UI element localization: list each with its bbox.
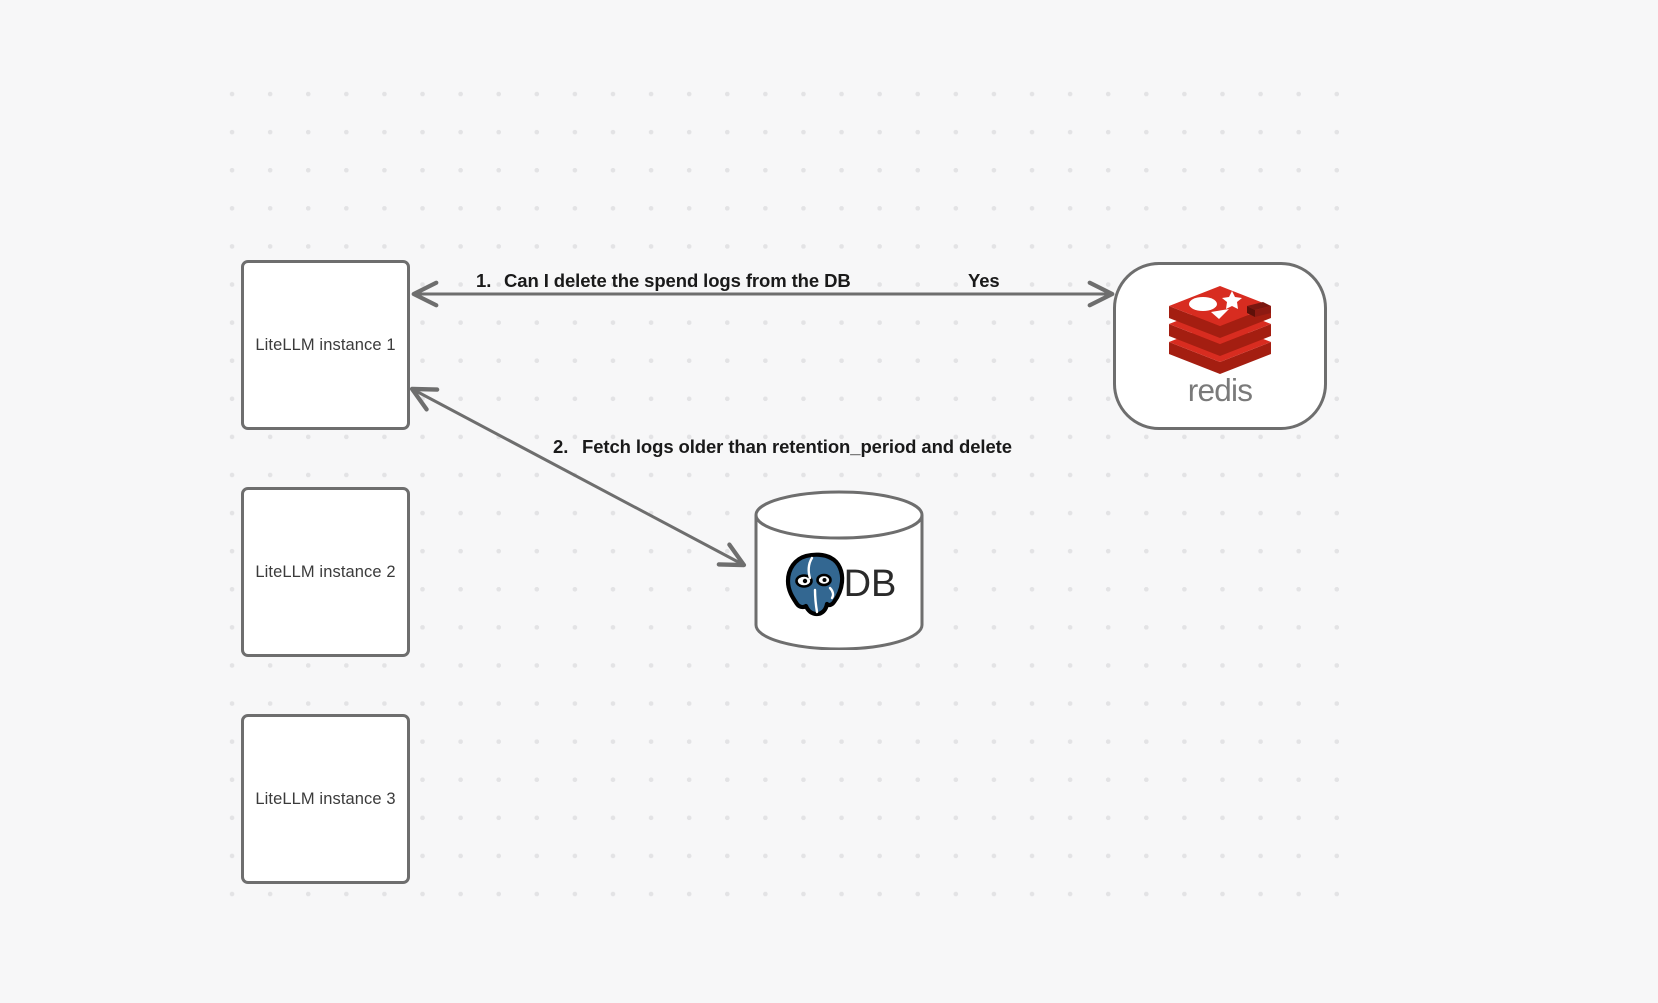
edge-1-label: Can I delete the spend logs from the DB	[504, 270, 851, 291]
postgresql-elephant-icon	[785, 552, 844, 617]
redis-wordmark: redis	[1188, 372, 1253, 408]
node-litellm-instance-1-label: LiteLLM instance 1	[255, 335, 396, 354]
redis-logo-icon	[1169, 286, 1271, 374]
node-database[interactable]: DB	[753, 490, 925, 650]
edge-1-reply-label: Yes	[968, 270, 1000, 291]
edge-1-step-number: 1.	[476, 270, 492, 291]
database-label: DB	[843, 562, 897, 605]
svg-text:redis: redis	[1188, 372, 1253, 408]
node-litellm-instance-3-label: LiteLLM instance 3	[255, 789, 396, 808]
node-litellm-instance-1[interactable]: LiteLLM instance 1	[241, 260, 410, 430]
edge-2-step-number: 2.	[553, 436, 569, 457]
edge-litellm1-db	[409, 386, 747, 568]
node-litellm-instance-2[interactable]: LiteLLM instance 2	[241, 487, 410, 657]
database-content: DB	[753, 534, 925, 634]
node-litellm-instance-2-label: LiteLLM instance 2	[255, 562, 396, 581]
node-redis[interactable]: redis	[1113, 262, 1327, 430]
edge-2-label: Fetch logs older than retention_period a…	[582, 436, 1012, 457]
node-litellm-instance-3[interactable]: LiteLLM instance 3	[241, 714, 410, 884]
